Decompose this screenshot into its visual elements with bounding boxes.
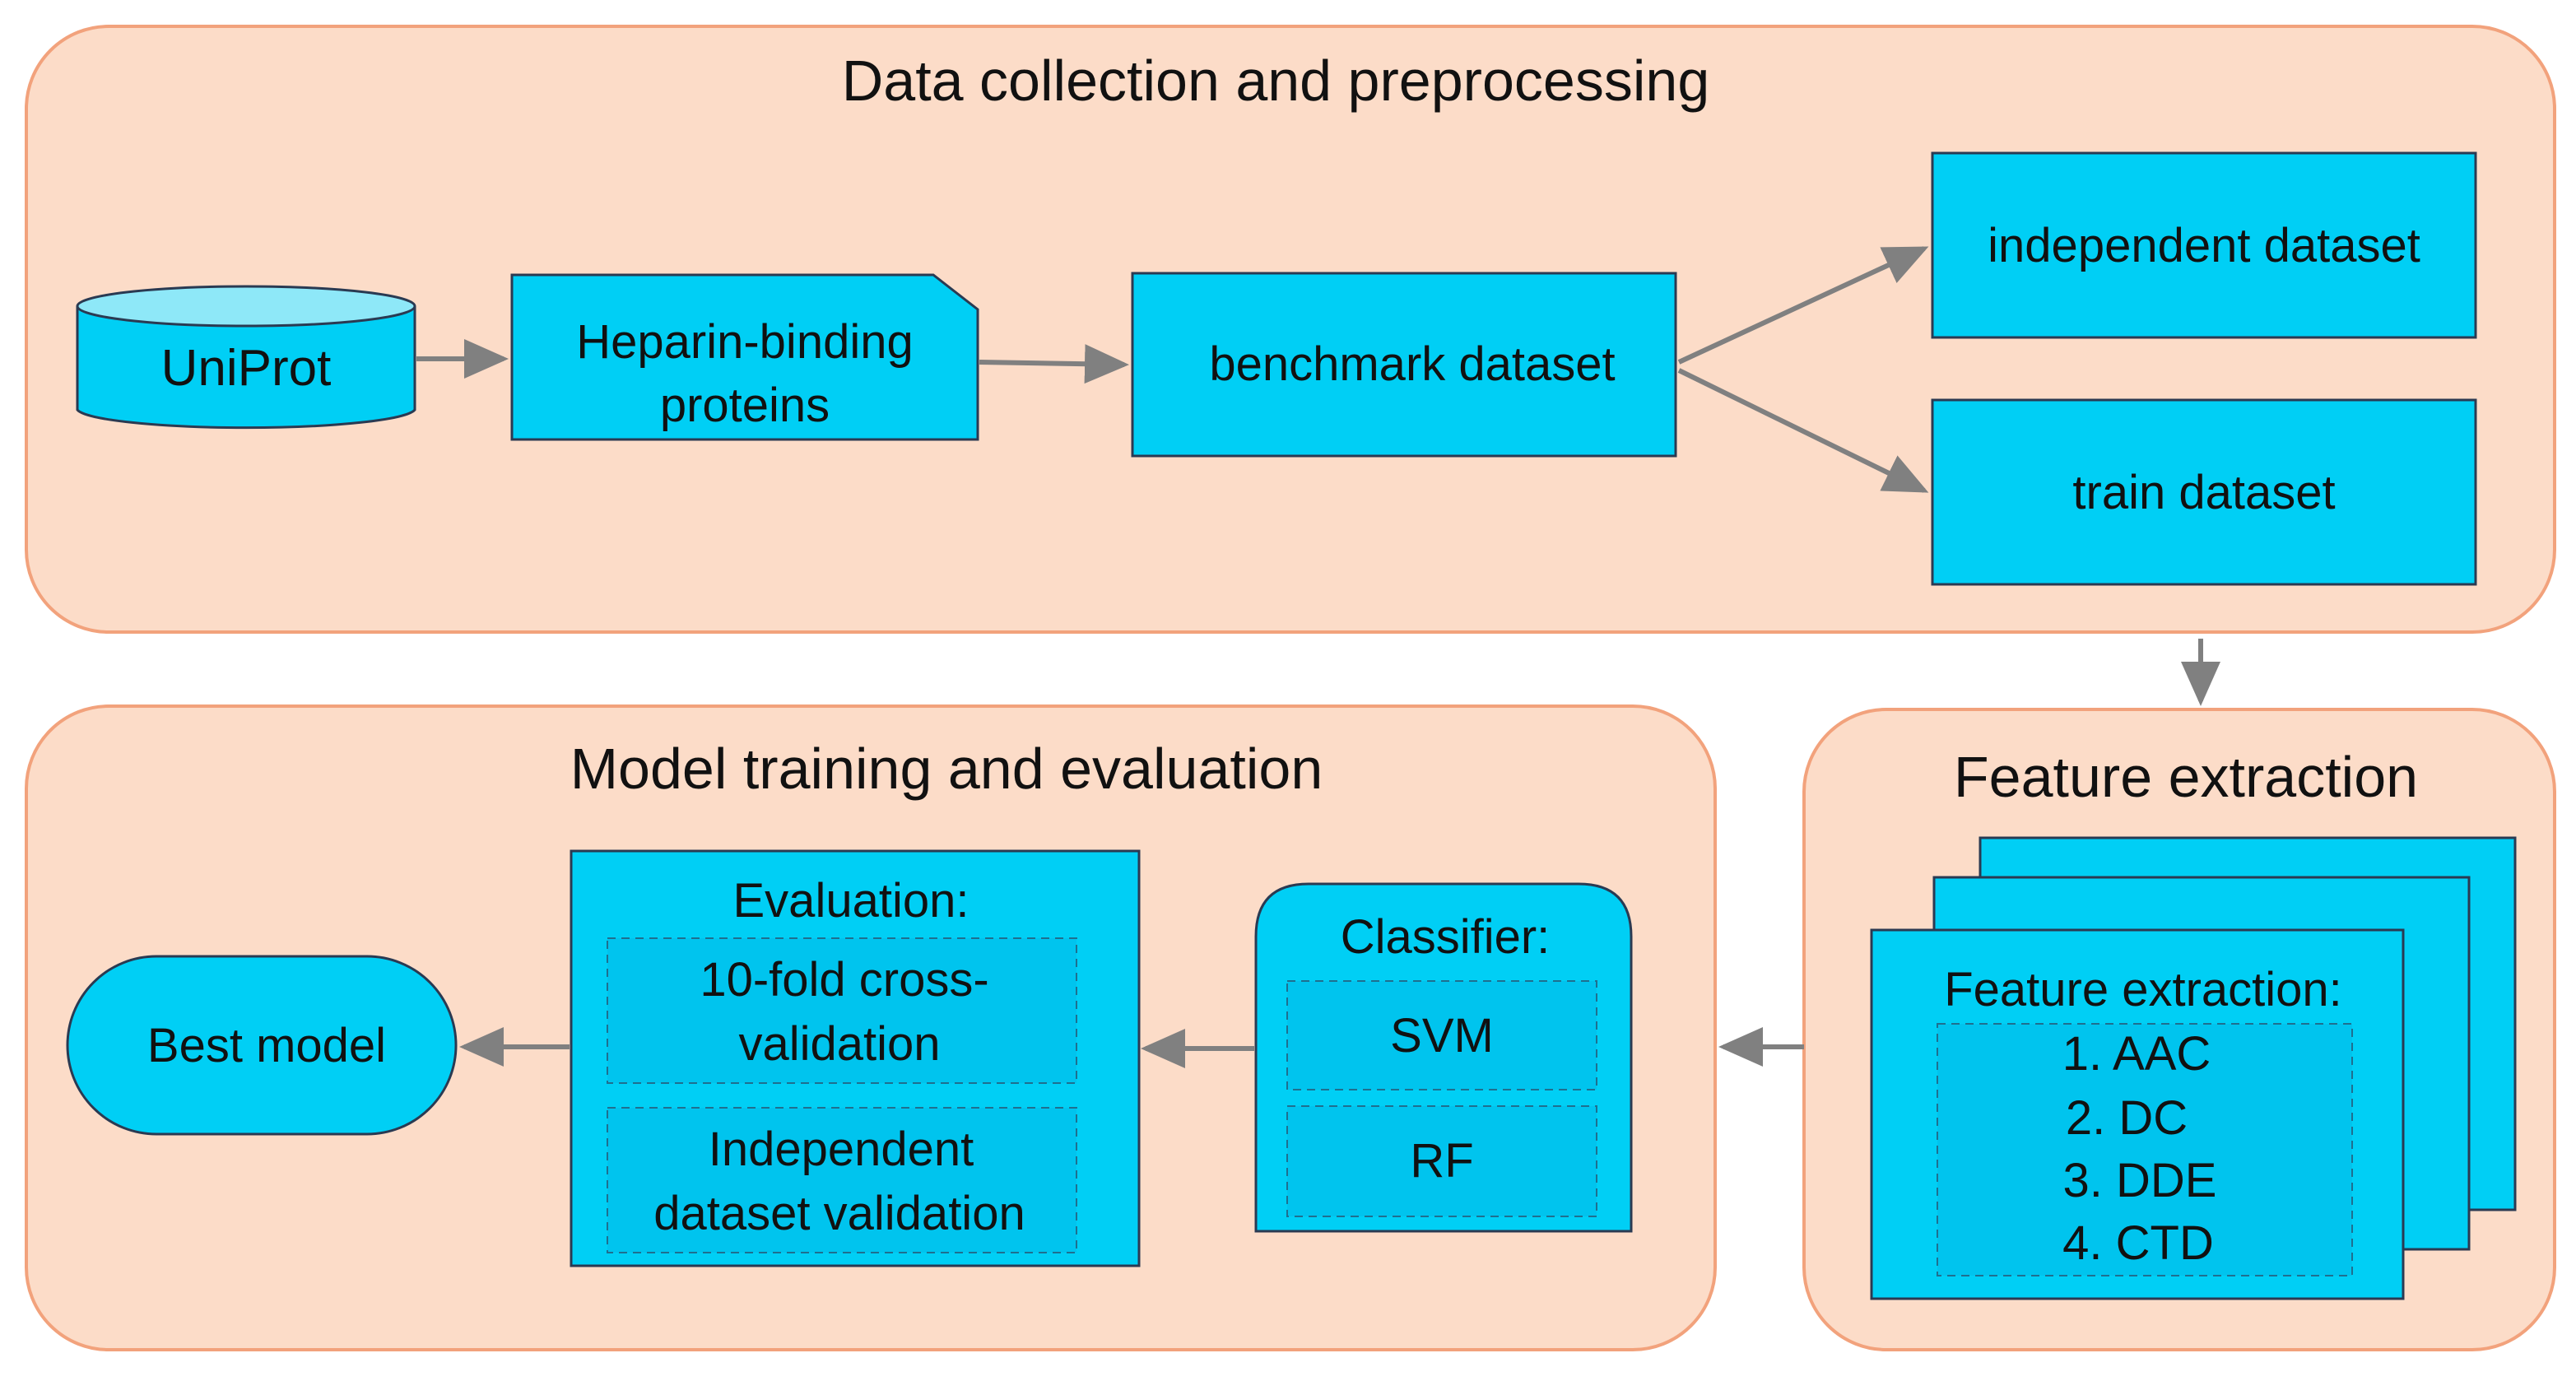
evaluation-cv-line2: validation <box>738 1017 940 1071</box>
benchmark-dataset-box: benchmark dataset <box>1131 272 1677 458</box>
feature-item-ctd: 4. CTD <box>2062 1216 2214 1270</box>
classifier-rf: RF <box>1410 1134 1473 1188</box>
evaluation-independent-box <box>607 1107 1077 1253</box>
evaluation-independent-line2: dataset validation <box>653 1187 1025 1240</box>
evaluation-cv-box <box>607 937 1077 1084</box>
evaluation-box: Evaluation: 10-fold cross- validation In… <box>570 849 1141 1267</box>
independent-dataset-label: independent dataset <box>1988 219 2420 272</box>
arrow-benchmark-to-train <box>1677 368 1929 493</box>
arrow-benchmark-to-independent <box>1677 246 1929 365</box>
classifier-rf-box <box>1286 1105 1597 1217</box>
evaluation-cv-line1: 10-fold cross- <box>700 953 988 1007</box>
panel-title-data-collection: Data collection and preprocessing <box>842 49 1710 113</box>
benchmark-dataset-label: benchmark dataset <box>1209 337 1615 391</box>
feature-extraction-title: Feature extraction: <box>1944 963 2342 1016</box>
uniprot-label: UniProt <box>161 340 332 397</box>
classifier-box: Classifier: SVM RF <box>1254 882 1633 1233</box>
feature-item-dc: 2. DC <box>2066 1091 2188 1145</box>
feature-item-aac: 1. AAC <box>2062 1027 2211 1081</box>
classifier-svm: SVM <box>1390 1009 1494 1062</box>
feature-list-box <box>1937 1023 2353 1276</box>
feature-extraction-stack: Feature extraction: 1. AAC 2. DC 3. DDE … <box>1870 836 2517 1300</box>
classifier-svm-box <box>1286 980 1597 1090</box>
independent-dataset-box: independent dataset <box>1931 151 2477 339</box>
arrows <box>416 246 2220 1068</box>
train-dataset-box: train dataset <box>1931 398 2477 586</box>
evaluation-title: Evaluation: <box>733 874 969 928</box>
arrow-heparin-to-benchmark <box>979 344 1129 384</box>
heparin-binding-document-icon: Heparin-binding proteins <box>510 273 979 441</box>
feature-item-dde: 3. DDE <box>2063 1154 2217 1207</box>
best-model-label: Best model <box>147 1019 386 1072</box>
classifier-title: Classifier: <box>1341 910 1551 964</box>
heparin-label-line1: Heparin-binding <box>576 315 913 369</box>
panel-title-model-training: Model training and evaluation <box>570 737 1323 801</box>
panel-title-feature-extraction: Feature extraction <box>1954 745 2418 809</box>
evaluation-independent-line1: Independent <box>709 1123 974 1176</box>
uniprot-database-icon: UniProt <box>76 285 416 430</box>
best-model-terminator: Best model <box>66 955 458 1136</box>
heparin-label-line2: proteins <box>660 379 830 432</box>
train-dataset-label: train dataset <box>2072 466 2335 519</box>
